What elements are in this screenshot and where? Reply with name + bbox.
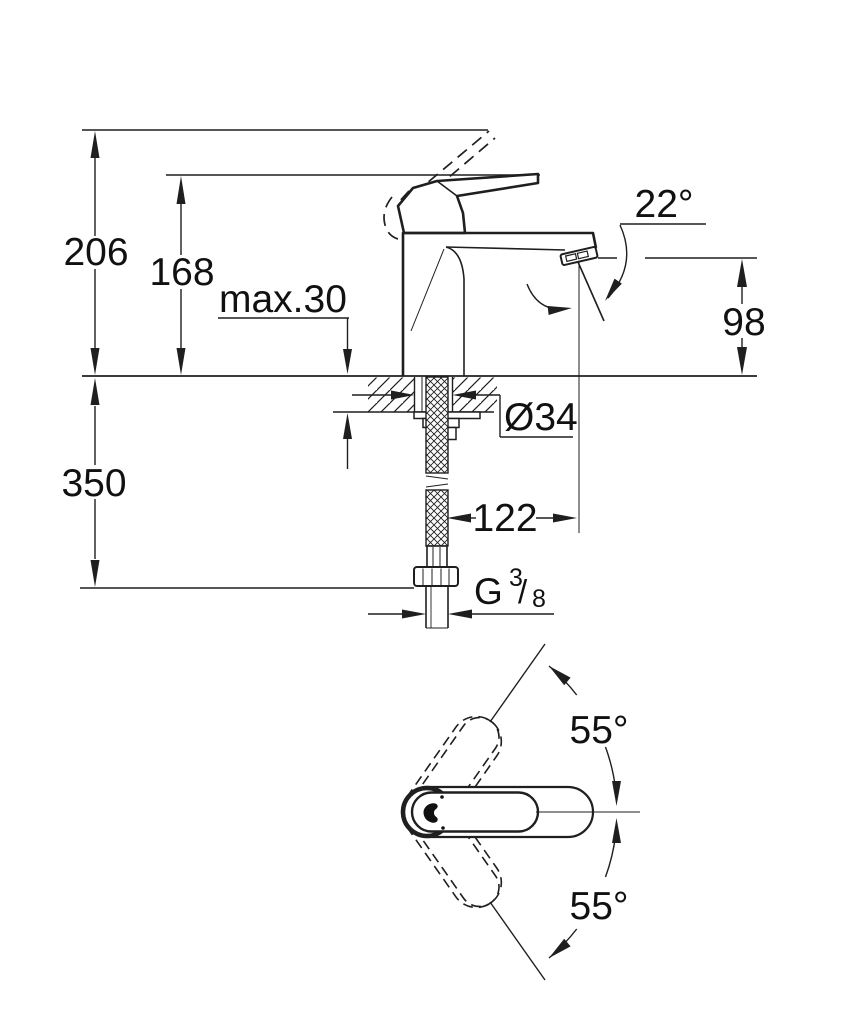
arrow-icon: [343, 349, 352, 374]
faucet-body: [401, 231, 599, 376]
arrow-icon: [343, 413, 352, 439]
arrow-icon: [737, 347, 747, 375]
ghost-lever-line: [413, 130, 490, 195]
g38-connector: [413, 566, 459, 629]
arrow-icon: [549, 938, 571, 958]
top-view: 55° 55°: [400, 643, 640, 981]
dim-swing-upper: 55°: [489, 643, 629, 806]
arrow-icon: [547, 306, 572, 315]
dim-55-lower-label: 55°: [570, 885, 629, 928]
hose-break-mark: [425, 483, 449, 488]
arrow-icon: [90, 560, 100, 587]
dim-lever-height: 168: [149, 176, 215, 375]
dim-22deg-label: 22°: [635, 183, 694, 226]
side-view: 206 168 max.30 350: [61, 129, 766, 629]
dim-98-label: 98: [722, 301, 765, 344]
aerator-slot: [576, 250, 590, 260]
arrow-icon: [90, 378, 100, 405]
arrow-icon: [448, 609, 472, 619]
hose-braid-lower: [425, 489, 449, 547]
pivot-dot: [441, 826, 445, 830]
arrow-icon: [176, 348, 186, 375]
thread-denominator: 8: [532, 585, 546, 613]
arrow-icon: [737, 259, 747, 287]
spout-aerator: [559, 245, 599, 267]
arrow-icon: [549, 666, 571, 686]
body-outline: [401, 231, 598, 376]
dim-hole-diameter: Ø34: [352, 390, 578, 439]
dim-hose-drop: 350: [61, 378, 127, 587]
handle-blade-edge: [436, 180, 458, 197]
dim-206-label: 206: [63, 231, 128, 274]
arrow-icon: [402, 609, 426, 619]
dim-168-label: 168: [149, 251, 214, 294]
arrow-icon: [90, 348, 100, 375]
dim-outlet-height: 98: [722, 259, 766, 375]
aerator-slot: [564, 253, 578, 263]
handle-logo-mark: [423, 803, 438, 823]
dim-thread-size: G 3 / 8: [368, 564, 554, 619]
dim-spout-reach: 122: [447, 262, 580, 540]
angle-arc: [526, 283, 567, 310]
stream-direction-line: [577, 261, 605, 322]
hose-break-mark: [425, 475, 449, 480]
supply-hose: [425, 376, 449, 568]
swing-extension-line: [489, 643, 546, 723]
dim-max30-label: max.30: [219, 278, 347, 321]
arrow-icon: [452, 390, 476, 400]
arrow-icon: [605, 278, 622, 301]
dim-spout-angle: 22°: [526, 183, 706, 322]
swing-extension-line: [489, 901, 546, 981]
body-inner-edge: [445, 246, 465, 376]
faucet-handle: [396, 172, 540, 235]
thread-g38-label: G 3 / 8: [474, 564, 546, 613]
dim-350-label: 350: [61, 462, 126, 505]
spout-underside: [445, 246, 566, 251]
arrow-icon: [612, 781, 621, 806]
arrow-icon: [612, 818, 621, 843]
arrow-icon: [447, 513, 471, 523]
hose-braid-upper: [425, 376, 449, 474]
dim-overall-height: 206: [63, 131, 129, 375]
hose-ferrule: [426, 545, 448, 568]
hex-nut: [413, 566, 459, 587]
ghost-lever-line: [420, 137, 496, 202]
thread-slash: /: [518, 573, 528, 610]
dim-d34-label: Ø34: [504, 396, 578, 439]
arrow-icon: [176, 176, 186, 204]
thread-prefix: G: [474, 571, 503, 612]
ghost-knuckle: [383, 196, 403, 241]
thread-numerator: 3: [509, 564, 523, 592]
dim-122-label: 122: [472, 497, 537, 540]
arrow-icon: [391, 390, 415, 400]
dim-55-upper-label: 55°: [570, 709, 629, 752]
dim-deck-thickness: max.30: [218, 278, 352, 469]
arrow-icon: [90, 131, 100, 158]
pivot-dot: [440, 795, 444, 799]
ghost-knuckle: [396, 190, 410, 205]
body-accent-line: [410, 248, 445, 332]
dim-swing-lower: 55°: [489, 818, 629, 981]
handle-outline: [396, 172, 540, 235]
arrow-icon: [553, 513, 577, 523]
